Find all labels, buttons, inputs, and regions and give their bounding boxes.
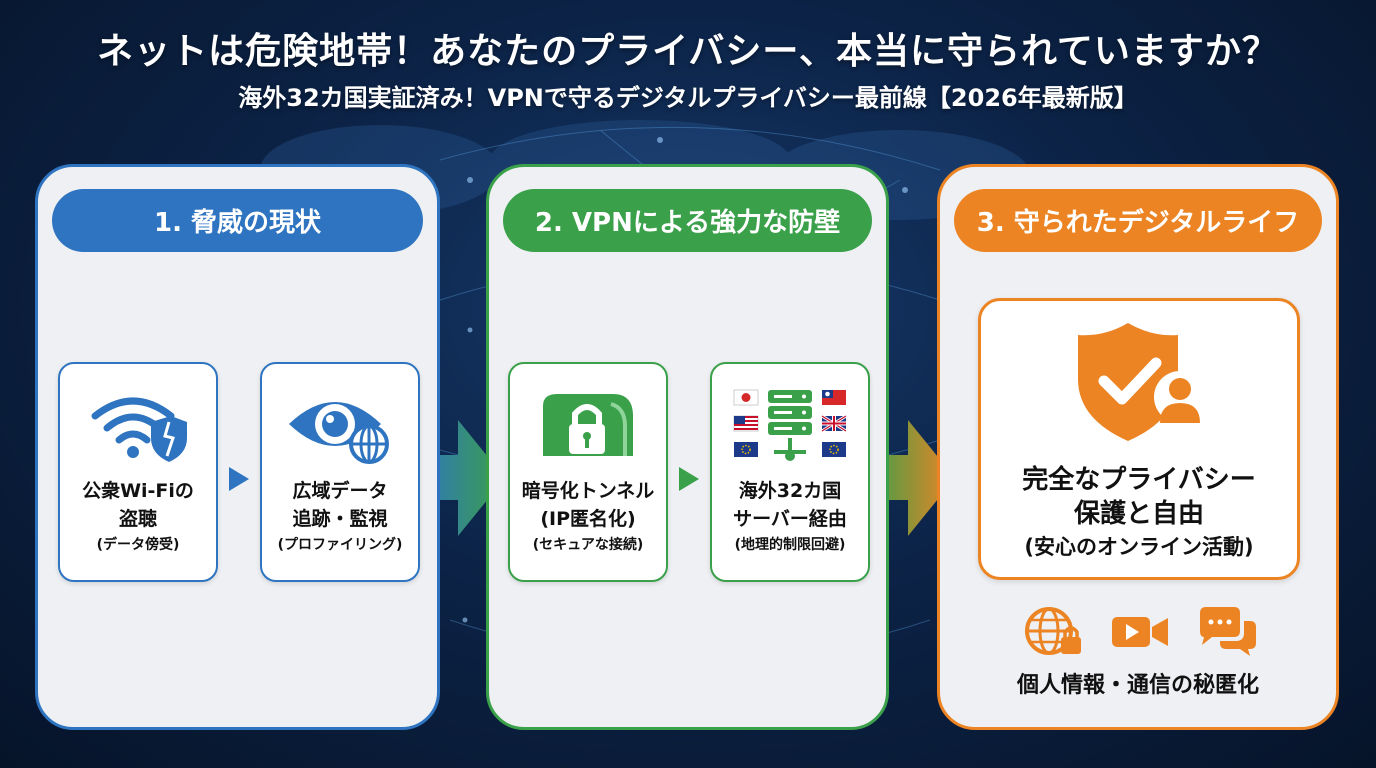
flow-arrow-2	[866, 420, 955, 536]
privacy-caption: 個人情報・通信の秘匿化	[1016, 673, 1259, 698]
chat-bubbles-icon	[1200, 607, 1256, 656]
card-line2: サーバー経由	[733, 508, 847, 530]
card-line3: (地理的制限回避)	[734, 537, 846, 553]
panel-heading: 1. 脅威の現状	[52, 189, 423, 252]
panel-heading: 3. 守られたデジタルライフ	[954, 189, 1322, 252]
server-flags-icon	[733, 389, 847, 461]
globe-lock-icon	[1025, 607, 1081, 655]
broken-wifi-shield-icon	[91, 397, 187, 462]
shield-check-user-icon	[1078, 323, 1206, 441]
page-subtitle: 海外32カ国実証済み！VPNで守るデジタルプライバシー最前線【2026年最新版】	[238, 84, 1138, 112]
page-title: ネットは危険地帯！あなたのプライバシー、本当に守られていますか？	[97, 31, 1279, 72]
card-line1: 暗号化トンネル	[521, 480, 655, 502]
card-line2: 盗聴	[118, 508, 157, 530]
card-line3: (データ傍受)	[96, 537, 180, 553]
main-line3: (安心のオンライン活動)	[1024, 535, 1254, 559]
card-data-tracking: 広域データ 追跡・監視 (プロファイリング)	[260, 362, 420, 582]
card-line1: 海外32カ国	[738, 480, 842, 502]
lock-tunnel-icon	[543, 394, 633, 456]
panel-threats: 1. 脅威の現状 公衆Wi-Fiの 盗聴 (データ傍受)	[35, 164, 440, 730]
card-line1: 広域データ	[292, 480, 388, 502]
card-line2: 追跡・監視	[292, 508, 388, 530]
card-line2: (IP匿名化)	[540, 508, 636, 530]
card-line3: (プロファイリング)	[277, 537, 403, 553]
eye-globe-icon	[289, 402, 389, 464]
card-encrypted-tunnel: 暗号化トンネル (IP匿名化) (セキュアな接続)	[508, 362, 668, 582]
chevron-right-icon	[679, 467, 699, 491]
panel-vpn-defense: 2. VPNによる強力な防壁 暗号化トンネル (IP匿名化) (セキュアな接続)	[486, 164, 889, 730]
main-line1: 完全なプライバシー	[1022, 465, 1256, 495]
card-line3: (セキュアな接続)	[532, 537, 644, 553]
main-line2: 保護と自由	[1073, 499, 1204, 529]
video-camera-icon	[1112, 617, 1168, 647]
card-overseas-servers: 海外32カ国 サーバー経由 (地理的制限回避)	[710, 362, 870, 582]
card-public-wifi: 公衆Wi-Fiの 盗聴 (データ傍受)	[58, 362, 218, 582]
privacy-icons-row	[940, 605, 1336, 657]
flow-arrow-1	[415, 420, 505, 536]
panel-protected-life: 3. 守られたデジタルライフ 完全なプライバシー 保護と自由 (安心のオンライン…	[937, 164, 1339, 730]
chevron-right-icon	[229, 467, 249, 491]
card-full-privacy: 完全なプライバシー 保護と自由 (安心のオンライン活動)	[978, 298, 1300, 580]
card-line1: 公衆Wi-Fiの	[82, 480, 194, 502]
panel-heading: 2. VPNによる強力な防壁	[503, 189, 872, 252]
